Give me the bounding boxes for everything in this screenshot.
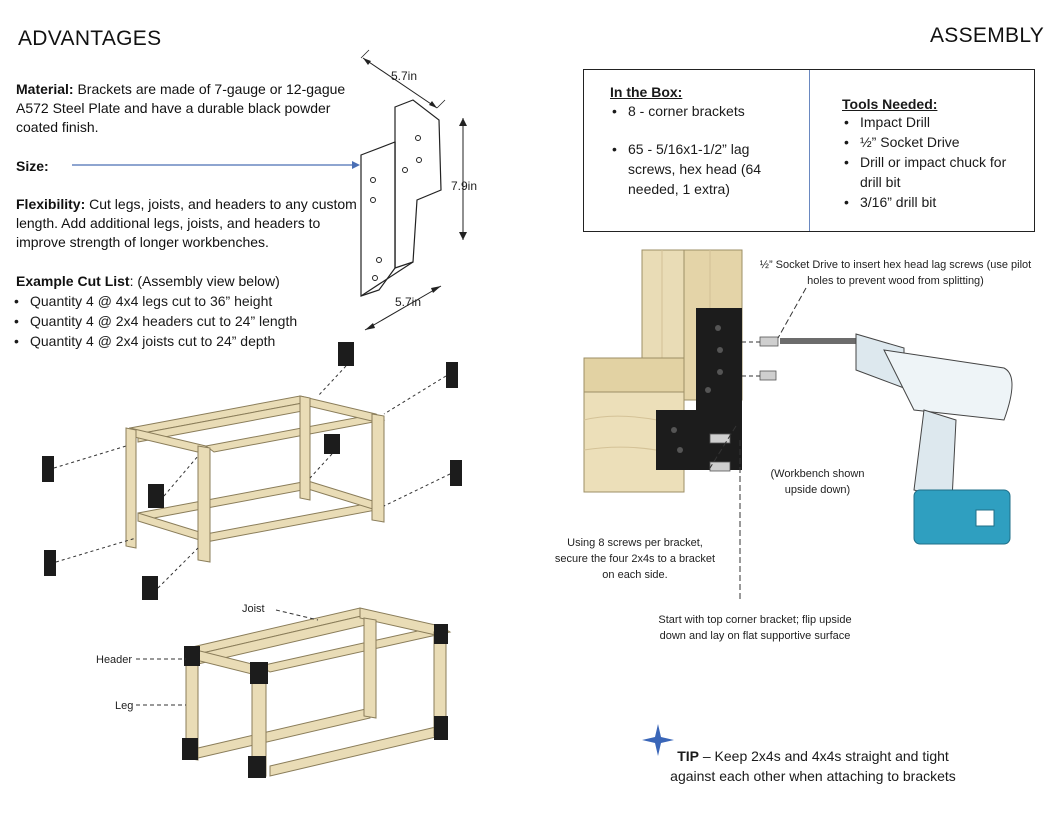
cut-list-heading: Example Cut List: (Assembly view below): [16, 273, 280, 289]
list-item: 8 - corner brackets: [610, 101, 800, 121]
list-item: Quantity 4 @ 2x4 headers cut to 24” leng…: [12, 311, 352, 331]
cut-list: Quantity 4 @ 4x4 legs cut to 36” height …: [12, 291, 352, 351]
start-with-callout: Start with top corner bracket; flip upsi…: [658, 614, 852, 642]
leg-label: Leg: [115, 700, 133, 712]
material-text: Brackets are made of 7-gauge or 12-gague…: [16, 81, 346, 135]
assembled-frame-drawing: Joist Header Leg: [96, 603, 452, 778]
box-contents-panel: In the Box: 8 - corner brackets 65 - 5/1…: [583, 69, 1035, 232]
panel-divider: [809, 70, 810, 231]
tools-needed-section: Tools Needed: Impact Drill ½” Socket Dri…: [842, 96, 1022, 212]
tip-body: – Keep 2x4s and 4x4s straight and tight …: [670, 748, 956, 784]
list-item: Impact Drill: [842, 112, 1022, 132]
flexibility-paragraph: Flexibility: Cut legs, joists, and heade…: [16, 195, 361, 252]
size-arrow: [72, 161, 360, 169]
assembly-illustration: [583, 249, 1013, 600]
list-item: Quantity 4 @ 4x4 legs cut to 36” height: [12, 291, 352, 311]
material-label: Material:: [16, 81, 74, 97]
star-icon: [642, 724, 674, 756]
tools-needed-title: Tools Needed:: [842, 96, 938, 112]
joist-label: Joist: [242, 603, 265, 615]
header-label: Header: [96, 654, 132, 666]
bracket-top-width: 5.7in: [391, 69, 417, 83]
screws-per-bracket-callout: Using 8 screws per bracket, secure the f…: [554, 537, 716, 581]
bracket-height: 7.9in: [451, 179, 477, 193]
list-item: Drill or impact chuck for drill bit: [842, 152, 1022, 192]
list-item: 3/16” drill bit: [842, 192, 1022, 212]
list-item: Quantity 4 @ 2x4 joists cut to 24” depth: [12, 331, 352, 351]
upside-down-callout: (Workbench shown upside down): [770, 468, 865, 496]
in-the-box-title: In the Box:: [610, 84, 683, 100]
flexibility-text: Cut legs, joists, and headers to any cus…: [16, 196, 357, 250]
tip-text: TIP – Keep 2x4s and 4x4s straight and ti…: [658, 746, 968, 786]
exploded-frame-drawing: [42, 342, 462, 600]
size-label: Size:: [16, 158, 49, 174]
material-paragraph: Material: Brackets are made of 7-gauge o…: [16, 80, 361, 137]
in-the-box-section: In the Box: 8 - corner brackets 65 - 5/1…: [610, 84, 800, 199]
socket-drive-callout: ½” Socket Drive to insert hex head lag s…: [759, 259, 1032, 287]
flexibility-label: Flexibility:: [16, 196, 86, 212]
assembly-heading: ASSEMBLY: [930, 24, 1045, 47]
advantages-heading: ADVANTAGES: [18, 27, 162, 50]
bracket-dimension-drawing: 5.7in 7.9in 5.7in: [360, 49, 477, 331]
tip-label: TIP: [677, 748, 699, 764]
bracket-bottom-width: 5.7in: [395, 295, 421, 309]
list-item: 65 - 5/16x1-1/2” lag screws, hex head (6…: [610, 139, 800, 199]
list-item: ½” Socket Drive: [842, 132, 1022, 152]
